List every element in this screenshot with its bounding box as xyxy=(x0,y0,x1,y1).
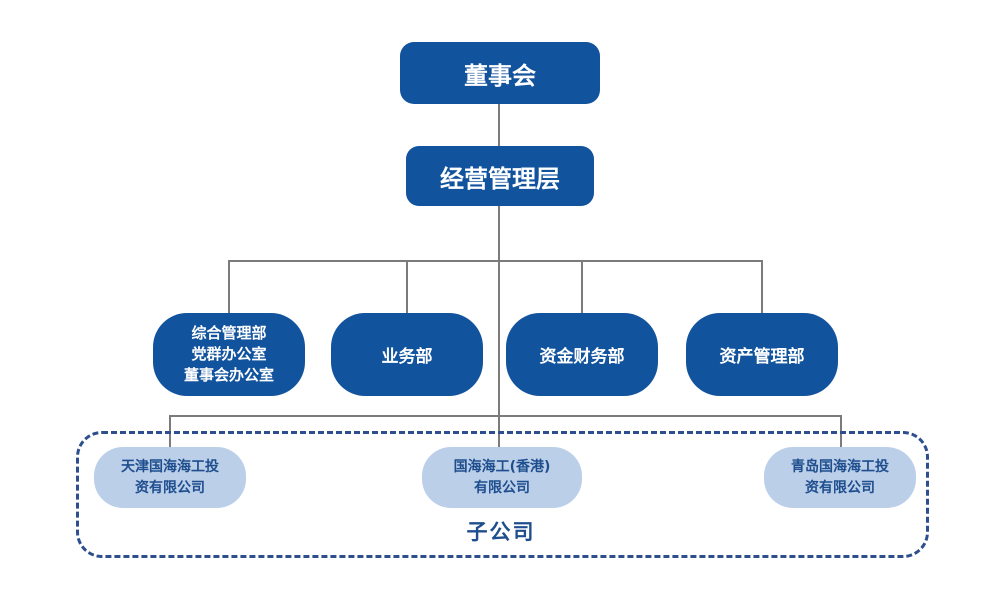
connector-drop-dept-2 xyxy=(406,260,408,314)
connector-drop-dept-3 xyxy=(581,260,583,314)
department-box-treasury-finance: 资金财务部 xyxy=(506,313,658,396)
connector-drop-dept-1 xyxy=(228,260,230,314)
department-box-business: 业务部 xyxy=(331,313,483,396)
subsidiaries-group-container xyxy=(76,431,929,558)
subsidiary-box-hongkong: 国海海工(香港) 有限公司 xyxy=(422,447,582,508)
board-box: 董事会 xyxy=(400,42,600,104)
connector-subsidiaries-horizontal xyxy=(169,415,841,417)
connector-departments-horizontal xyxy=(228,260,763,262)
subsidiaries-group-label: 子公司 xyxy=(466,520,536,544)
connector-drop-dept-4 xyxy=(761,260,763,314)
connector-center-trunk xyxy=(498,206,500,449)
connector-board-to-management xyxy=(498,104,500,147)
subsidiary-box-tianjin: 天津国海海工投 资有限公司 xyxy=(94,447,246,508)
department-box-general-admin: 综合管理部 党群办公室 董事会办公室 xyxy=(153,313,305,396)
management-box: 经营管理层 xyxy=(406,146,594,206)
subsidiary-box-qingdao: 青岛国海海工投 资有限公司 xyxy=(764,447,916,508)
department-box-asset-management: 资产管理部 xyxy=(686,313,838,396)
